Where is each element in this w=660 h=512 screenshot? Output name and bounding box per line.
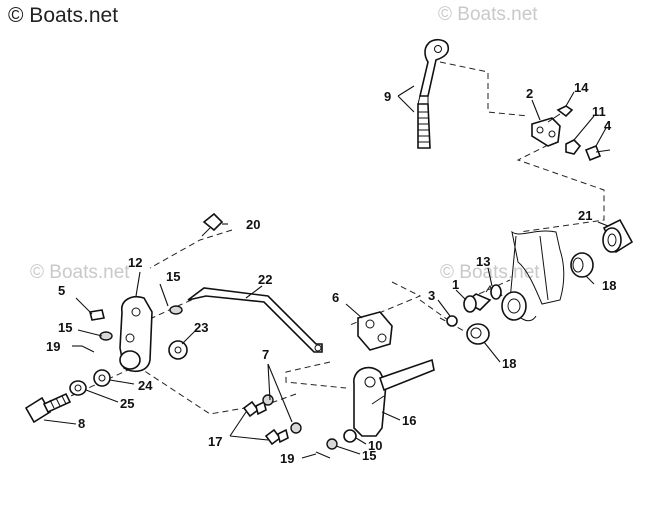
callout-15-upper: 15 [166, 269, 180, 284]
callout-12: 12 [128, 255, 142, 270]
callout-7: 7 [262, 347, 269, 362]
callout-13: 13 [476, 254, 490, 269]
throttle-link-rod-part [187, 287, 323, 353]
callout-18-upper: 18 [602, 278, 616, 293]
callout-15-left: 15 [58, 320, 72, 335]
bottom-hardware-parts [242, 394, 357, 459]
callout-4: 4 [604, 118, 612, 133]
callout-19-left: 19 [46, 339, 60, 354]
bracket-clip-part [531, 105, 611, 162]
callout-11: 11 [592, 104, 606, 119]
watermark-faint-top-right: © Boats.net [438, 4, 538, 25]
callout-18-lower: 18 [502, 356, 516, 371]
shift-arm-ring-part [501, 291, 527, 321]
callout-23: 23 [194, 320, 208, 335]
callout-19-lower: 19 [280, 451, 294, 466]
link-rod-part [417, 38, 450, 149]
callout-21: 21 [578, 208, 592, 223]
callout-3: 3 [428, 288, 435, 303]
callout-8: 8 [78, 416, 85, 431]
callout-9: 9 [384, 89, 391, 104]
callout-22: 22 [258, 272, 272, 287]
callout-labels: 9 2 14 11 4 20 21 12 15 22 13 1 18 5 6 3… [46, 80, 616, 466]
bushing-part-21 [602, 218, 634, 254]
callout-25: 25 [120, 396, 134, 411]
watermark-main: © Boats.net [8, 4, 119, 27]
callout-5: 5 [58, 283, 65, 298]
cam-block-part [357, 311, 393, 351]
callout-2: 2 [526, 86, 533, 101]
throttle-lever-part [353, 358, 435, 437]
left-hardware-parts [24, 212, 224, 424]
callout-17: 17 [208, 434, 222, 449]
detent-ball-part [446, 315, 458, 327]
callout-10: 10 [368, 438, 382, 453]
callout-16: 16 [402, 413, 416, 428]
bushing-part-18-lower [466, 323, 490, 345]
left-lever-part [119, 296, 153, 373]
callout-15-lower: 15 [362, 448, 376, 463]
plunger-spring-part [463, 284, 503, 313]
watermark-faint-left: © Boats.net [30, 262, 130, 283]
callout-24: 24 [138, 378, 153, 393]
bushing-part-18-upper [570, 252, 594, 278]
callout-6: 6 [332, 290, 339, 305]
callout-14: 14 [574, 80, 589, 95]
leader-lines [43, 85, 609, 459]
callout-1: 1 [452, 277, 459, 292]
watermark-faint-right: © Boats.net [440, 262, 540, 283]
callout-20: 20 [246, 217, 260, 232]
